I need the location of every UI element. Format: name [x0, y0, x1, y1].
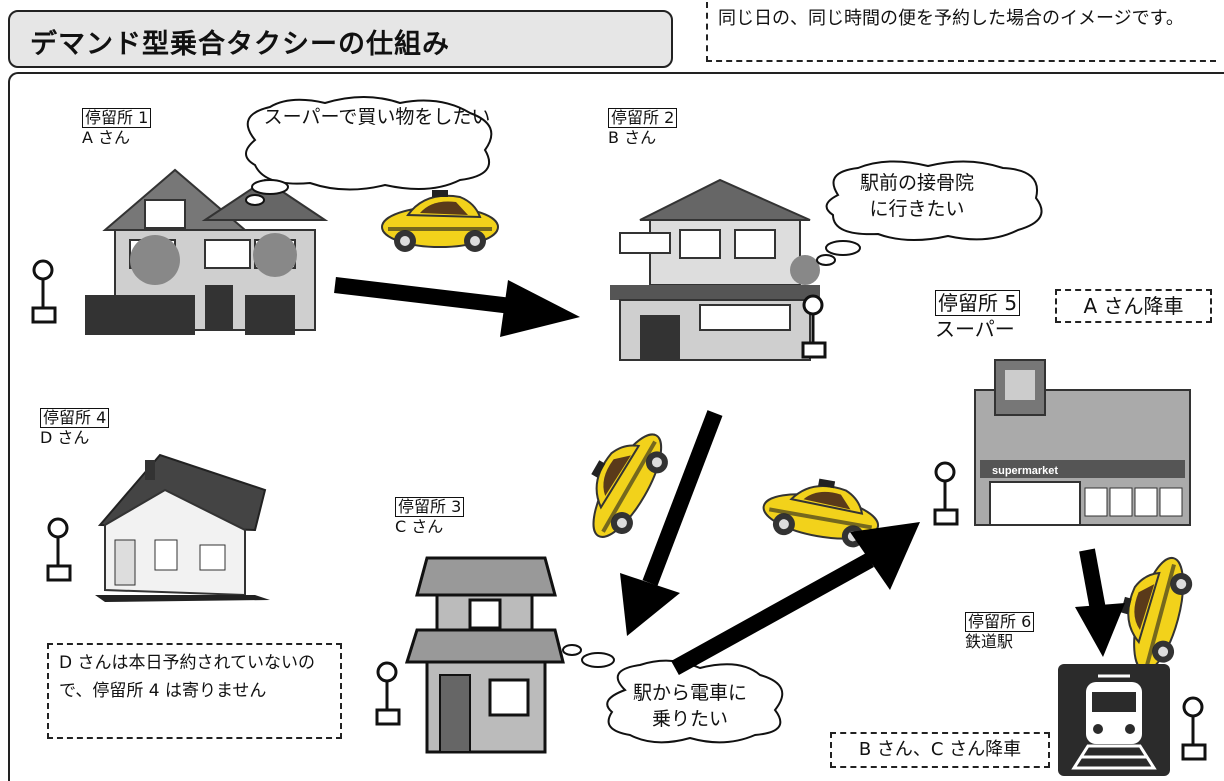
arrow-icon [620, 410, 723, 636]
bubble-c-text: 駅から電車に乗りたい [632, 682, 747, 730]
stop-2-label: 停留所 2 B さん [608, 108, 678, 148]
bus-stop-icon [375, 661, 401, 726]
d-note-box: D さんは本日予約されていないので、停留所 4 は寄りません [47, 643, 342, 739]
arrow-icon [671, 522, 920, 675]
train-icon [1058, 664, 1170, 776]
diagram-frame [8, 72, 1224, 781]
bus-stop-icon [46, 517, 72, 582]
supermarket-sign: supermarket [992, 465, 1058, 477]
arrow-icon [1075, 548, 1125, 657]
stop-5-label: 停留所 5 スーパー [935, 290, 1021, 342]
stop-6-label: 停留所 6 鉄道駅 [965, 612, 1035, 652]
bus-stop-icon [31, 259, 57, 324]
house-icon [85, 168, 329, 335]
stop-3-label: 停留所 3 C さん [395, 497, 465, 537]
supermarket-icon: supermarket [974, 359, 1191, 526]
bubble-b-text: 駅前の接骨院に行きたい [859, 172, 974, 220]
house-icon [610, 178, 820, 361]
house-icon [95, 453, 270, 602]
a-off-box: A さん降車 [1055, 289, 1212, 323]
top-note: 同じ日の、同じ時間の便を予約した場合のイメージです。 [706, 2, 1216, 62]
page-title: デマンド型乗合タクシーの仕組み [30, 29, 450, 60]
thought-bubble-a [245, 96, 493, 206]
bubble-a-text: スーパーで買い物をしたい [263, 106, 491, 128]
bus-stop-icon [1181, 696, 1207, 761]
stop-1-label: 停留所 1 A さん [82, 108, 152, 148]
bus-stop-icon [801, 294, 827, 359]
thought-bubble-b [816, 160, 1043, 266]
house-icon [404, 556, 565, 754]
arrow-icon [334, 277, 580, 337]
title-box [8, 10, 673, 68]
bus-stop-icon [933, 461, 959, 526]
bc-off-box: B さん、C さん降車 [830, 732, 1050, 768]
taxi-icon [381, 189, 499, 253]
stop-4-label: 停留所 4 D さん [40, 408, 110, 448]
